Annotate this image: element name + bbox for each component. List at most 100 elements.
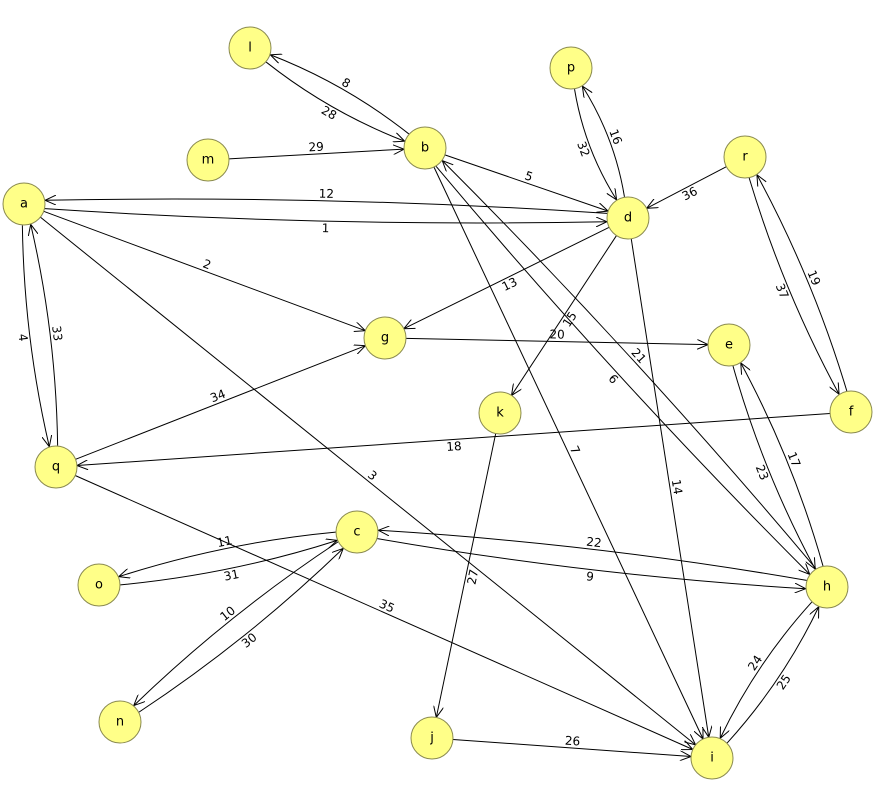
edge-label-5: 5	[523, 169, 535, 185]
node-circle-o	[77, 563, 121, 607]
edge-h-e	[741, 363, 824, 567]
node-k[interactable]: k	[478, 391, 522, 435]
node-l[interactable]: l	[228, 26, 272, 70]
edge-labels-layer: 1234567891011121314151617181920212223242…	[16, 75, 824, 748]
edge-label-30: 30	[239, 630, 260, 650]
edge-a-i	[40, 216, 695, 745]
edge-a-d	[44, 208, 607, 223]
node-i[interactable]: i	[690, 736, 734, 780]
node-label-c: c	[353, 525, 360, 540]
edge-label-21: 21	[628, 346, 649, 367]
node-o[interactable]: o	[77, 563, 121, 607]
node-label-g: g	[381, 331, 389, 346]
edge-label-17: 17	[785, 450, 804, 469]
node-label-k: k	[496, 406, 504, 421]
edge-c-o	[119, 531, 336, 577]
edge-label-20: 20	[549, 327, 565, 341]
edge-f-r	[757, 175, 848, 392]
node-circle-r	[723, 135, 767, 179]
node-g[interactable]: g	[363, 316, 407, 360]
edge-b-d	[444, 154, 608, 211]
edge-i-h	[726, 607, 819, 744]
edge-k-j	[436, 433, 497, 718]
edge-label-28: 28	[319, 103, 339, 123]
edge-label-6: 6	[606, 372, 621, 387]
edge-q-g	[75, 346, 366, 460]
node-d[interactable]: d	[606, 196, 650, 240]
node-p[interactable]: p	[549, 46, 593, 90]
node-q[interactable]: q	[34, 445, 78, 489]
edge-d-k	[512, 235, 617, 396]
edge-d-p	[582, 86, 625, 197]
edge-c-n	[134, 541, 339, 706]
edge-label-37: 37	[773, 281, 792, 300]
node-circle-h	[805, 565, 849, 609]
node-circle-m	[186, 138, 230, 182]
node-circle-i	[690, 736, 734, 780]
node-h[interactable]: h	[805, 565, 849, 609]
node-label-p: p	[567, 61, 575, 76]
node-label-q: q	[52, 460, 60, 475]
edge-label-9: 9	[585, 569, 594, 584]
edge-a-g	[43, 210, 366, 330]
node-label-h: h	[823, 580, 831, 595]
node-circle-d	[606, 196, 650, 240]
node-e[interactable]: e	[707, 323, 751, 367]
edge-label-18: 18	[446, 439, 462, 454]
edge-p-d	[574, 89, 617, 200]
edge-label-36: 36	[680, 184, 700, 203]
edge-label-7: 7	[567, 444, 583, 457]
edge-label-22: 22	[586, 535, 603, 551]
node-circle-f	[829, 390, 873, 434]
edge-label-3: 3	[365, 468, 380, 484]
edge-label-10: 10	[217, 603, 238, 623]
edge-l-b	[265, 61, 405, 141]
node-f[interactable]: f	[829, 390, 873, 434]
edge-label-35: 35	[377, 597, 397, 616]
edge-label-1: 1	[322, 221, 330, 235]
edge-label-34: 34	[208, 387, 227, 406]
node-circle-k	[478, 391, 522, 435]
edge-label-33: 33	[49, 325, 65, 342]
node-b[interactable]: b	[403, 126, 447, 170]
edge-f-q	[77, 412, 831, 465]
edge-d-g	[404, 226, 610, 328]
node-circle-c	[335, 510, 379, 554]
edge-label-27: 27	[464, 568, 481, 586]
node-label-d: d	[624, 211, 632, 226]
node-circle-l	[228, 26, 272, 70]
node-r[interactable]: r	[723, 135, 767, 179]
edge-label-26: 26	[564, 733, 580, 748]
node-label-n: n	[116, 715, 124, 730]
node-c[interactable]: c	[335, 510, 379, 554]
edge-label-16: 16	[606, 127, 625, 146]
node-j[interactable]: j	[410, 716, 454, 760]
edge-c-h	[377, 538, 805, 589]
edge-j-i	[452, 738, 691, 756]
node-label-b: b	[421, 141, 429, 156]
edge-label-24: 24	[745, 653, 765, 673]
edge-m-b	[228, 149, 404, 160]
edge-g-e	[405, 337, 708, 344]
node-m[interactable]: m	[186, 138, 230, 182]
node-circle-a	[2, 182, 46, 226]
edge-label-23: 23	[753, 463, 772, 482]
node-label-j: j	[429, 731, 434, 746]
node-circle-e	[707, 323, 751, 367]
node-label-o: o	[95, 578, 103, 593]
edge-label-13: 13	[500, 275, 520, 294]
edge-label-29: 29	[308, 140, 324, 155]
node-a[interactable]: a	[2, 182, 46, 226]
edge-q-i	[74, 475, 693, 750]
edge-label-32: 32	[574, 139, 593, 158]
node-label-m: m	[202, 153, 215, 168]
node-circle-g	[363, 316, 407, 360]
node-n[interactable]: n	[98, 700, 142, 744]
node-label-l: l	[248, 41, 252, 56]
edge-label-2: 2	[201, 257, 213, 273]
edge-label-4: 4	[16, 333, 31, 342]
nodes-layer: a b c d e f g h i j k l m n o p q r	[2, 26, 873, 780]
edge-label-19: 19	[804, 268, 823, 287]
edge-label-25: 25	[774, 672, 794, 692]
